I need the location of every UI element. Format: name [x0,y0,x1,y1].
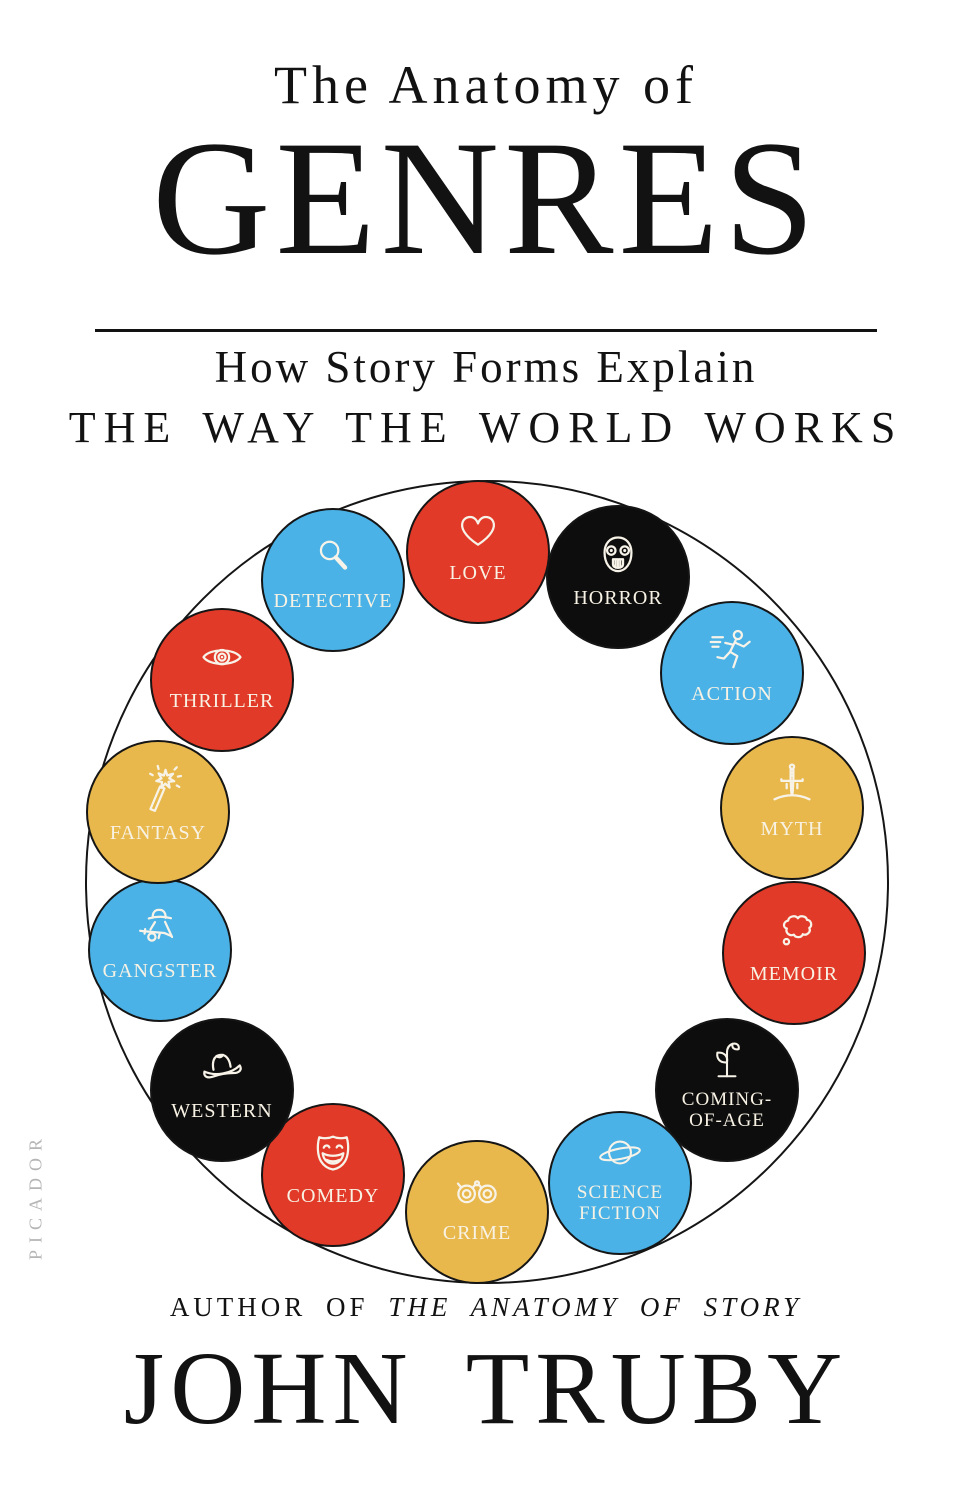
genre-label: FANTASY [109,822,207,844]
genre-label: COMEDY [286,1185,380,1207]
gangster-icon [132,901,188,955]
heart-icon [450,503,506,557]
genre-label: MYTH [760,818,824,840]
genre-circle-memoir: MEMOIR [722,881,866,1025]
book-title-prefix: The Anatomy of [274,55,698,115]
genre-circle-coming-of-age: COMING-OF-AGE [655,1018,799,1162]
genre-circle-western: WESTERN [150,1018,294,1162]
title-divider [95,329,877,332]
genre-label: DETECTIVE [273,590,393,612]
author-note: AUTHOR OF THE ANATOMY OF STORY [0,1292,972,1323]
handcuffs-icon [449,1163,505,1217]
genre-circle-action: ACTION [660,601,804,745]
genre-label: WESTERN [171,1100,273,1122]
book-title: GENRES [152,108,820,289]
genre-circle-thriller: THRILLER [150,608,294,752]
genre-circle-myth: MYTH [720,736,864,880]
author-note-book-title: THE ANATOMY OF STORY [388,1292,803,1322]
magnifying-glass-icon [305,531,361,585]
genre-label: HORROR [573,587,663,609]
genre-label: ACTION [691,683,773,705]
author-note-prefix: AUTHOR OF [169,1292,369,1322]
genre-circle-crime: CRIME [405,1140,549,1284]
genre-circle-gangster: GANGSTER [88,878,232,1022]
genre-circle-love: LOVE [406,480,550,624]
genre-label: LOVE [449,562,507,584]
genre-circle-horror: HORROR [546,505,690,649]
cowboy-hat-icon [194,1041,250,1095]
genre-label: COMING-OF-AGE [681,1089,773,1132]
magic-wand-icon [130,763,186,817]
genre-circle-detective: DETECTIVE [261,508,405,652]
comedy-mask-icon [305,1126,361,1180]
horror-mask-icon [590,528,646,582]
genre-label: GANGSTER [102,960,218,982]
subtitle-line2: THE WAY THE WORLD WORKS [68,403,904,452]
subtitle-line1: How Story Forms Explain [214,342,758,392]
author-name: JOHN TRUBY [123,1331,849,1446]
genre-label: CRIME [442,1222,512,1244]
sword-icon [764,759,820,813]
runner-icon [704,624,760,678]
thought-bubble-icon [766,904,822,958]
genre-label: THRILLER [169,690,275,712]
genre-label: MEMOIR [749,963,839,985]
genre-circle-comedy: COMEDY [261,1103,405,1247]
eye-icon [194,631,250,685]
genre-circle-fantasy: FANTASY [86,740,230,884]
publisher-logo: PICADOR [25,1131,46,1261]
sprout-icon [701,1035,753,1085]
saturn-icon [594,1128,646,1178]
